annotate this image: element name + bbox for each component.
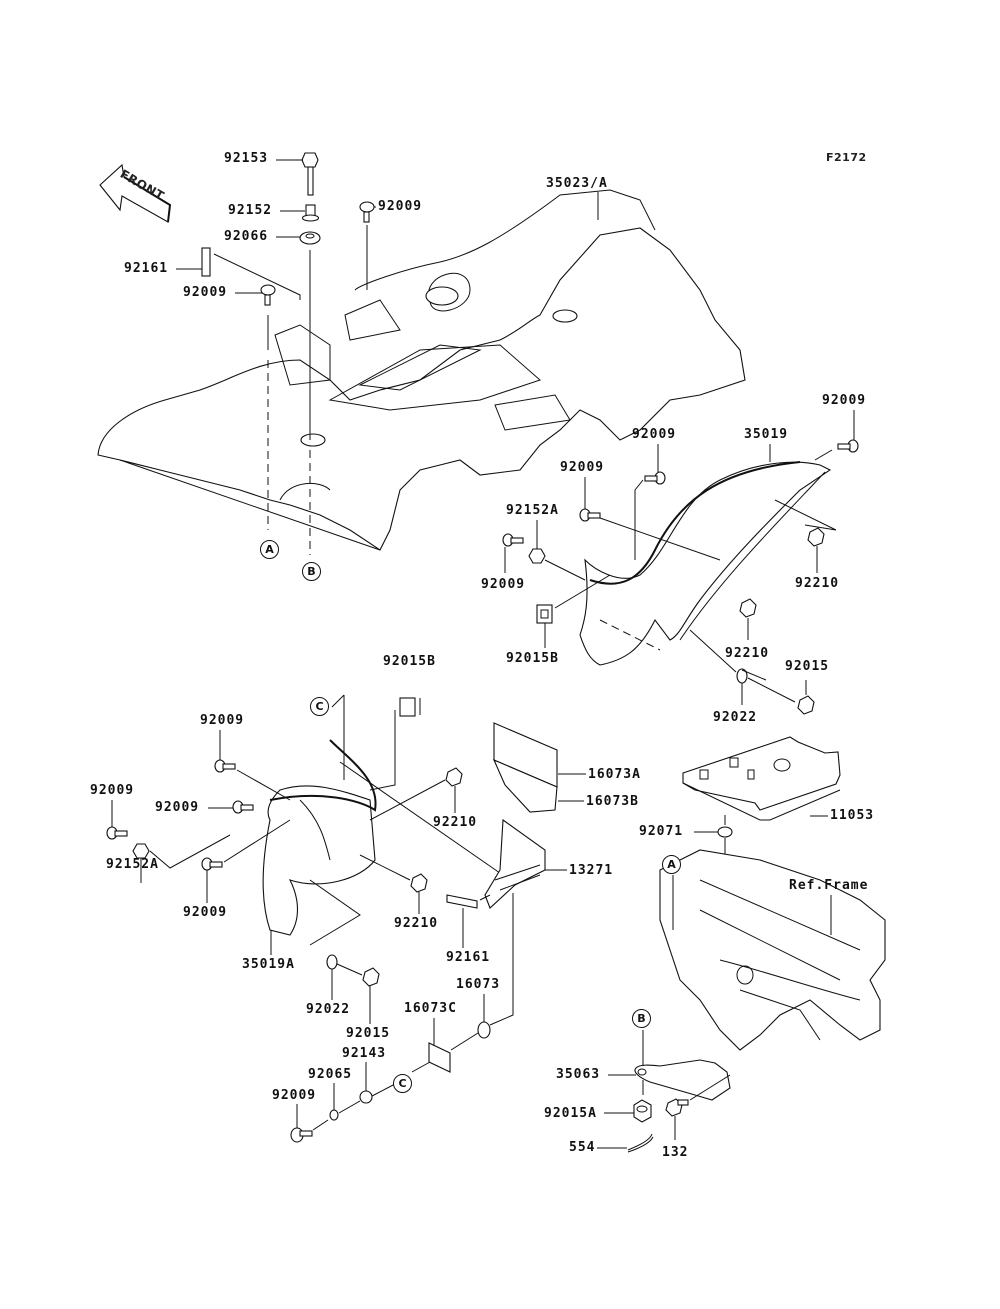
part-label: 92009: [200, 713, 245, 728]
part-label: 92015A: [544, 1106, 597, 1121]
heat-guard-13271-part: [484, 818, 546, 909]
grommet-92066-icon: [299, 231, 321, 245]
part-label: 92009: [378, 199, 423, 214]
part-label: 92210: [795, 576, 840, 591]
washer-92143-icon: [359, 1090, 373, 1104]
part-label: 92009: [155, 800, 200, 815]
part-label: 92210: [725, 646, 770, 661]
part-label: 92152A: [106, 857, 159, 872]
part-label: 92009: [481, 577, 526, 592]
nut-92210-d-icon: [410, 873, 428, 893]
block-92161-b-icon: [446, 894, 478, 909]
part-label: 92009: [183, 905, 228, 920]
part-label: 92153: [224, 151, 269, 166]
nut-92015-b-icon: [362, 967, 380, 987]
screw-92009-g-icon: [214, 759, 236, 773]
bracket-35063-part: [634, 1059, 731, 1101]
part-label: 11053: [830, 808, 875, 823]
ref-marker-c-2: C: [393, 1074, 412, 1093]
ref-frame-label: Ref.Frame: [789, 878, 869, 893]
nut-92015A-icon: [633, 1099, 652, 1123]
collar-92152-icon: [301, 204, 320, 222]
screw-92009-e-icon: [579, 508, 601, 522]
clip-92015B-b-icon: [399, 697, 416, 717]
part-label: 92066: [224, 229, 269, 244]
part-label: 92015: [346, 1026, 391, 1041]
screw-92009-d-icon: [644, 471, 666, 485]
figure-code: F2172: [826, 151, 867, 164]
ref-marker-b: B: [302, 562, 321, 581]
ref-marker-c: C: [310, 697, 329, 716]
block-92161-icon: [201, 247, 211, 277]
part-label: 13271: [569, 863, 614, 878]
washer-92022-b-icon: [326, 954, 338, 970]
part-label: 92065: [308, 1067, 353, 1082]
part-label: 35063: [556, 1067, 601, 1082]
side-cover-35019A-part: [262, 739, 377, 936]
bolt-132-icon: [665, 1098, 689, 1117]
washer-16073-icon: [477, 1021, 491, 1039]
washer-92022-icon: [736, 668, 748, 684]
nut-92210-a-icon: [807, 527, 825, 547]
nut-92210-b-icon: [739, 598, 757, 618]
part-label: 92022: [306, 1002, 351, 1017]
part-label: 92022: [713, 710, 758, 725]
plate-16073C-icon: [428, 1042, 451, 1073]
part-label: 92015B: [383, 654, 436, 669]
part-label: 92210: [433, 815, 478, 830]
part-label: 92143: [342, 1046, 387, 1061]
washer-92065-icon: [329, 1109, 339, 1121]
part-label: 92015: [785, 659, 830, 674]
part-label: 92152A: [506, 503, 559, 518]
ref-marker-a-2: A: [662, 855, 681, 874]
part-label: 16073A: [588, 767, 641, 782]
part-label: 92161: [124, 261, 169, 276]
screw-92009-f-icon: [502, 533, 524, 547]
ref-marker-a: A: [260, 540, 279, 559]
part-label: 92009: [822, 393, 867, 408]
clip-92015B-icon: [536, 604, 553, 624]
bolt-92153-icon: [301, 152, 319, 196]
part-label: 92009: [90, 783, 135, 798]
front-arrow-icon: [99, 163, 172, 223]
part-label: 92009: [272, 1088, 317, 1103]
side-cover-35019-part: [579, 461, 832, 666]
part-label: 92009: [632, 427, 677, 442]
ref-marker-b-2: B: [632, 1009, 651, 1028]
part-label: 16073: [456, 977, 501, 992]
screw-92009-b-icon: [359, 201, 375, 223]
nut-92210-c-icon: [445, 767, 463, 787]
part-label: 92210: [394, 916, 439, 931]
screw-92009-j-icon: [201, 857, 223, 871]
part-label: 92071: [639, 824, 684, 839]
pin-554-icon: [627, 1133, 654, 1153]
part-label: 16073B: [586, 794, 639, 809]
part-label: 35019: [744, 427, 789, 442]
part-label: 35023/A: [546, 176, 608, 191]
part-label: 92009: [183, 285, 228, 300]
frame-ref-part: [659, 849, 886, 1051]
screw-92009-h-icon: [232, 800, 254, 814]
part-label: 132: [662, 1145, 689, 1160]
part-label: 16073C: [404, 1001, 457, 1016]
collar-92152A-icon: [528, 548, 546, 564]
part-label: 92015B: [506, 651, 559, 666]
rear-fender-part: [97, 189, 746, 551]
part-label: 35019A: [242, 957, 295, 972]
screw-92009-i-icon: [106, 826, 128, 840]
tray-11053-part: [682, 736, 841, 821]
mud-flap-16073A-part: [492, 722, 558, 813]
collar-92152A-b-icon: [132, 843, 150, 859]
screw-92009-a-icon: [260, 284, 276, 306]
nut-92015-icon: [797, 695, 815, 715]
screw-92009-k-icon: [290, 1127, 313, 1143]
screw-92009-c-icon: [837, 439, 859, 453]
part-label: 92152: [228, 203, 273, 218]
part-label: 554: [569, 1140, 596, 1155]
part-label: 92009: [560, 460, 605, 475]
part-label: 92161: [446, 950, 491, 965]
damper-92071-icon: [717, 826, 733, 838]
